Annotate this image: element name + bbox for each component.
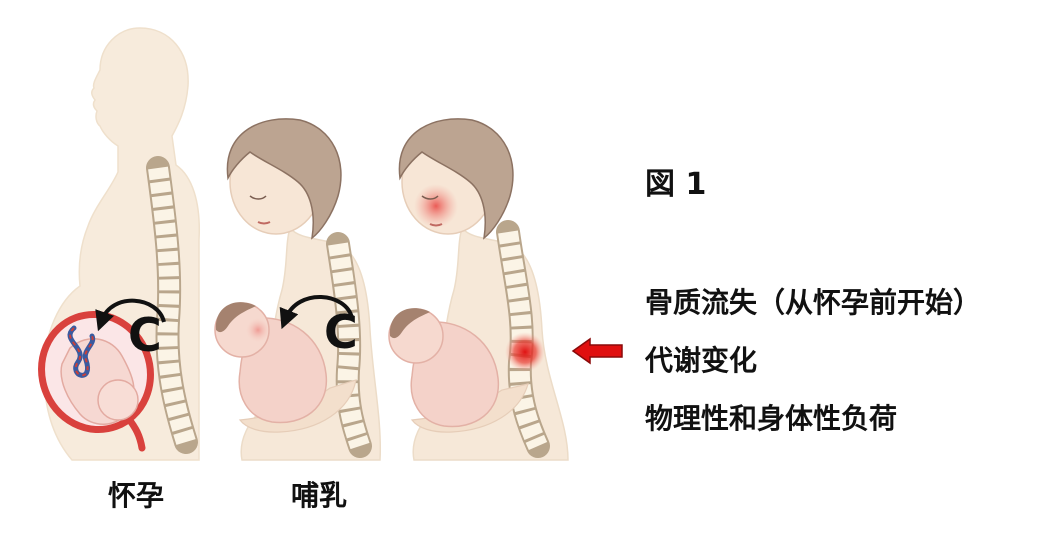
cervix <box>124 414 146 452</box>
back-pain-spot <box>505 332 545 372</box>
facial-flush <box>414 184 458 228</box>
mother-eye <box>249 195 267 200</box>
cycle-arrow-icon <box>279 295 354 330</box>
effect-metabolic-change: 代谢变化 <box>645 344 758 377</box>
cycle-mark-pregnancy: C <box>128 308 162 362</box>
baby-cheek <box>246 318 270 342</box>
mother-mouth <box>429 223 443 227</box>
mother-spine <box>326 232 372 458</box>
stage-label-pregnancy: 怀孕 <box>108 479 165 512</box>
cycle-arrow-icon <box>95 298 166 332</box>
pregnant-figure: C <box>38 27 201 461</box>
baby-hair <box>215 302 256 333</box>
mother-hair <box>226 118 342 240</box>
strained-mother-figure <box>388 118 569 461</box>
mother-mouth <box>257 221 271 225</box>
mother-eye <box>421 195 439 200</box>
mother-hair <box>398 118 514 240</box>
breastfeeding-figure: C <box>214 118 382 461</box>
baby-hair <box>389 308 430 339</box>
fetus-head <box>97 379 139 421</box>
stage-label-lactation: 哺乳 <box>291 479 348 512</box>
cycle-mark-lactation: C <box>324 305 358 359</box>
effect-bone-loss: 骨质流失（从怀孕前开始） <box>645 286 982 319</box>
figure-title: 図 1 <box>645 167 707 202</box>
left-arrow-icon <box>571 337 623 365</box>
uterus-with-fetus <box>38 310 154 452</box>
effect-physical-burden: 物理性和身体性负荷 <box>645 402 898 435</box>
pregnant-spine <box>146 156 198 454</box>
